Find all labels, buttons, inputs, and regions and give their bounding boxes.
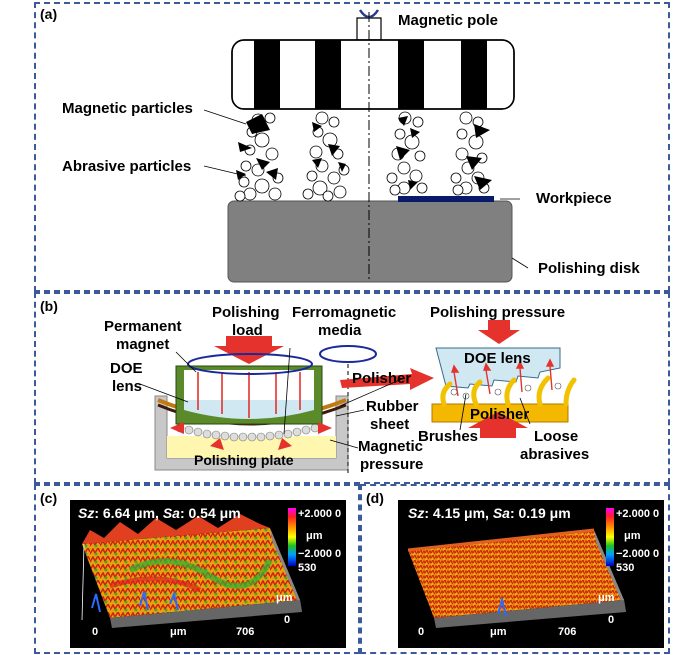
- panel-c-y-min: 0: [284, 614, 291, 626]
- panel-c-caption: Sz: 6.64 μm, Sa: 0.54 μm: [78, 505, 241, 521]
- panel-c-scale-top: +2.000 0: [298, 508, 342, 520]
- permanent-magnet-label-1: Permanent: [104, 318, 182, 335]
- panel-c-x-unit: μm: [170, 626, 187, 638]
- panel-d-surface-plot: [407, 508, 626, 628]
- panel-c-x-max: 706: [236, 626, 255, 638]
- workpiece-label: Workpiece: [536, 190, 612, 207]
- rubber-sheet-label-1: Rubber: [366, 398, 419, 415]
- panel-c-y-unit: μm: [276, 592, 293, 604]
- panel-d-surface-image: [398, 500, 664, 648]
- ferromagnetic-media-label-1: Ferromagnetic: [292, 304, 397, 321]
- panel-c-tag: (c): [40, 490, 58, 506]
- panel-d-caption: Sz: 4.15 μm, Sa: 0.19 μm: [408, 505, 571, 521]
- panel-b-frame: [34, 292, 670, 484]
- loose-abrasives-label-1: Loose: [534, 428, 579, 445]
- panel-b-tag: (b): [40, 298, 58, 314]
- polisher-label: Polisher: [352, 370, 412, 387]
- panel-c-sz-value: : 6.64 μm,: [94, 505, 163, 521]
- panel-c-scale-bottom: −2.000 0: [298, 548, 342, 560]
- panel-c-sa-value: : 0.54 μm: [179, 505, 241, 521]
- panel-d-x-min: 0: [418, 626, 425, 638]
- panel-c-sz-label: Sz: [78, 505, 95, 521]
- panel-d-y-max: 530: [616, 562, 635, 574]
- panel-d-y-min: 0: [608, 614, 615, 626]
- doe-lens-label-2: lens: [112, 378, 143, 395]
- panel-c-surface-plot: [81, 508, 302, 628]
- magnetic-particles-label: Magnetic particles: [62, 100, 193, 117]
- panel-c-x-min: 0: [92, 626, 99, 638]
- polishing-pressure-label: Polishing pressure: [430, 304, 566, 321]
- magnetic-pole-label: Magnetic pole: [398, 12, 499, 29]
- panel-d-scale-unit: μm: [624, 530, 641, 542]
- panel-d-tag: (d): [366, 490, 384, 506]
- magnetic-pressure-label-2: pressure: [360, 456, 424, 473]
- abrasive-particles-label: Abrasive particles: [62, 158, 192, 175]
- panel-a-diagram: [203, 9, 529, 283]
- rubber-sheet-label-2: sheet: [370, 416, 410, 433]
- magnetic-pressure-label-1: Magnetic: [358, 438, 424, 455]
- doe-lens-right-label: DOE lens: [464, 350, 531, 367]
- panel-c-scale-unit: μm: [306, 530, 323, 542]
- polisher-right-label: Polisher: [470, 406, 530, 423]
- polishing-disk-label: Polishing disk: [538, 260, 640, 277]
- panel-c-frame: [34, 484, 360, 654]
- panel-d-sa-label: Sa: [492, 505, 510, 521]
- panel-c-surface-image: [70, 500, 346, 648]
- panel-d-x-max: 706: [558, 626, 577, 638]
- panel-d-sa-value: : 0.19 μm: [509, 505, 571, 521]
- panel-d-sz-value: : 4.15 μm,: [424, 505, 493, 521]
- panel-c-y-max: 530: [298, 562, 317, 574]
- brushes-label: Brushes: [418, 428, 479, 445]
- panel-d-scale-bottom: −2.000 0: [616, 548, 660, 560]
- ferromagnetic-media-label-2: media: [318, 322, 362, 339]
- polishing-plate-label: Polishing plate: [194, 452, 294, 468]
- panel-a-frame: [34, 2, 670, 292]
- polishing-load-label-1: Polishing: [212, 304, 280, 321]
- panel-d-frame: [360, 484, 670, 654]
- permanent-magnet-label-2: magnet: [116, 336, 170, 353]
- doe-lens-label-1: DOE: [110, 360, 143, 377]
- panel-d-y-unit: μm: [598, 592, 615, 604]
- panel-a-tag: (a): [40, 6, 58, 22]
- panel-d-x-unit: μm: [490, 626, 507, 638]
- polishing-load-label-2: load: [232, 322, 263, 339]
- panel-d-sz-label: Sz: [408, 505, 425, 521]
- panel-c-sa-label: Sa: [162, 505, 180, 521]
- panel-d-scale-top: +2.000 0: [616, 508, 660, 520]
- loose-abrasives-label-2: abrasives: [520, 446, 590, 463]
- panel-b-diagram: [139, 320, 577, 474]
